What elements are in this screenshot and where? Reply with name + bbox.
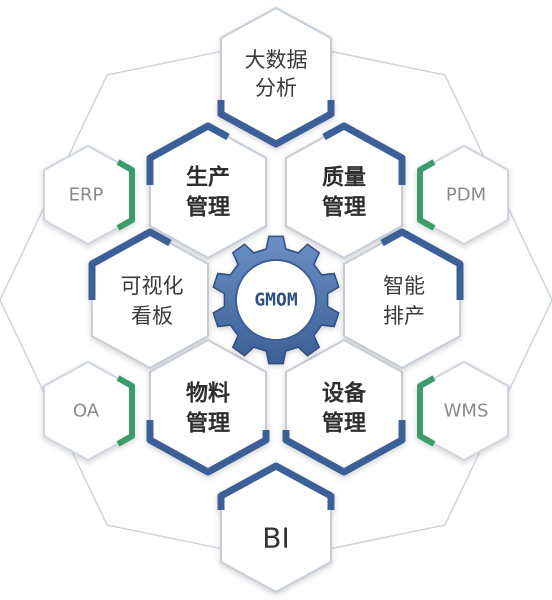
module-production[interactable] bbox=[146, 122, 267, 260]
satellite-wms[interactable] bbox=[417, 360, 509, 462]
module-bi[interactable] bbox=[217, 462, 335, 594]
module-scheduling-label-2: 排产 bbox=[383, 304, 425, 328]
core-gmom-label: GMOM bbox=[254, 290, 298, 311]
module-scheduling[interactable] bbox=[343, 228, 464, 370]
module-visual-label-2: 看板 bbox=[131, 304, 173, 328]
satellite-pdm[interactable] bbox=[417, 144, 509, 246]
satellite-pdm-label: PDM bbox=[446, 185, 486, 206]
module-production-label-1: 生产 bbox=[186, 166, 230, 191]
module-bigdata-label-1: 大数据 bbox=[245, 48, 308, 72]
satellite-oa-label: OA bbox=[73, 401, 100, 422]
module-visual-label-1: 可视化 bbox=[121, 274, 184, 298]
gear-icon[interactable] bbox=[212, 235, 340, 365]
module-quality[interactable] bbox=[285, 122, 406, 260]
module-bigdata[interactable] bbox=[217, 6, 335, 148]
module-equipment-label-2: 管理 bbox=[322, 411, 366, 437]
module-quality-label-1: 质量 bbox=[322, 166, 366, 191]
satellite-wms-label: WMS bbox=[444, 401, 489, 422]
satellite-erp-label: ERP bbox=[69, 185, 104, 206]
module-equipment[interactable] bbox=[282, 338, 406, 476]
module-bigdata-label-2: 分析 bbox=[255, 76, 297, 100]
module-material-label-1: 物料 bbox=[186, 381, 230, 407]
module-equipment-label-1: 设备 bbox=[322, 381, 367, 407]
module-production-label-2: 管理 bbox=[186, 195, 230, 221]
module-material-label-2: 管理 bbox=[186, 411, 230, 437]
module-scheduling-label-1: 智能 bbox=[383, 274, 425, 298]
satellite-erp[interactable] bbox=[43, 144, 135, 246]
module-visual-board[interactable] bbox=[88, 228, 209, 370]
module-quality-label-2: 管理 bbox=[322, 195, 366, 221]
satellite-oa[interactable] bbox=[43, 360, 135, 462]
module-material[interactable] bbox=[146, 338, 270, 476]
module-bi-label: BI bbox=[262, 522, 289, 555]
